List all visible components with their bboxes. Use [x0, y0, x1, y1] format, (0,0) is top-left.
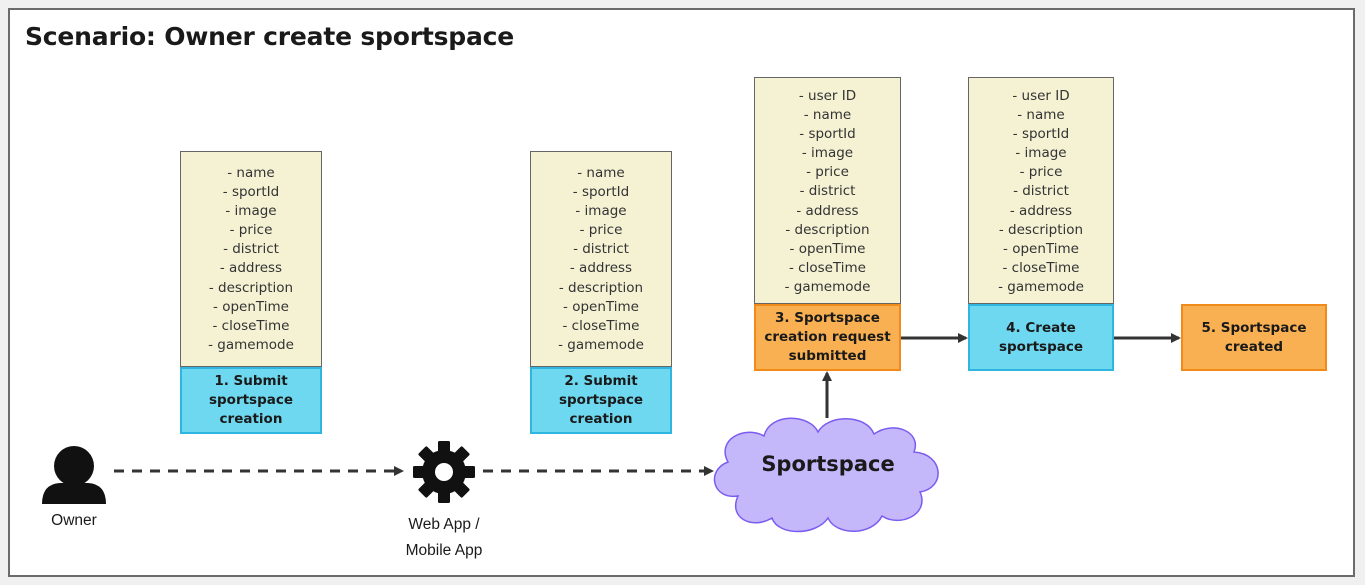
step-3-box: 3. Sportspace creation request submitted	[754, 304, 901, 371]
field-item: - address	[1009, 202, 1073, 219]
step-4-box: 4. Create sportspace	[968, 304, 1114, 371]
field-item: - sportId	[222, 184, 280, 201]
sportspace-system-label: Sportspace	[761, 452, 895, 476]
field-item: - district	[573, 241, 629, 258]
step-2-box: 2. Submit sportspace creation	[530, 367, 672, 434]
field-item: - name	[227, 165, 275, 181]
field-item: - closeTime	[562, 317, 640, 334]
field-item: - description	[558, 279, 644, 296]
field-item: - openTime	[213, 298, 289, 315]
gear-icon	[413, 441, 475, 503]
field-item: - price	[229, 222, 273, 239]
app-label: Web App / Mobile App	[384, 512, 504, 564]
field-list-step3: - user ID - name - sportId - image - price - …	[754, 77, 901, 304]
field-item: - image	[801, 145, 854, 162]
field-item: - description	[208, 279, 294, 296]
field-item: - image	[1015, 145, 1067, 162]
field-item: - address	[796, 202, 859, 219]
owner-label: Owner	[24, 508, 124, 534]
app-label-line2: Mobile App	[405, 542, 483, 559]
field-item: - description	[998, 221, 1084, 238]
field-item: - gamemode	[998, 278, 1084, 295]
field-item: - address	[569, 260, 633, 277]
field-item: - price	[579, 222, 623, 239]
field-item: - name	[803, 107, 852, 124]
field-item: - user ID	[798, 88, 857, 104]
field-list-step1: - name - sportId - image - price - district -…	[180, 151, 322, 367]
field-item: - closeTime	[789, 259, 866, 276]
field-item: - gamemode	[558, 336, 644, 353]
field-item: - openTime	[563, 298, 639, 315]
diagram-title: Scenario: Owner create sportspace	[25, 22, 514, 51]
app-label-line1: Web App /	[408, 516, 480, 533]
field-item: - gamemode	[208, 336, 294, 353]
field-item: - openTime	[789, 240, 866, 257]
field-item: - district	[223, 241, 279, 258]
field-item: - sportId	[1012, 126, 1070, 143]
field-item: - name	[1017, 107, 1065, 124]
field-item: - address	[219, 260, 283, 277]
field-item: - gamemode	[784, 278, 871, 295]
field-item: - name	[577, 165, 625, 181]
field-item: - openTime	[1003, 240, 1079, 257]
field-item: - sportId	[799, 126, 856, 143]
field-item: - sportId	[572, 184, 630, 201]
owner-label-text: Owner	[51, 512, 97, 529]
field-item: - district	[799, 183, 856, 200]
field-item: - district	[1013, 183, 1069, 200]
field-list-step2: - name - sportId - image - price - district -…	[530, 151, 672, 367]
field-item: - closeTime	[212, 317, 290, 334]
step-5-box: 5. Sportspace created	[1181, 304, 1327, 371]
field-item: - price	[806, 164, 849, 181]
owner-user-icon	[42, 446, 106, 504]
field-item: - image	[225, 203, 277, 220]
field-list-step4: - user ID - name - sportId - image - price - …	[968, 77, 1114, 304]
field-item: - user ID	[1012, 88, 1070, 104]
field-item: - closeTime	[1002, 259, 1080, 276]
sportspace-cloud-shape	[713, 417, 939, 533]
field-item: - price	[1019, 164, 1063, 181]
field-item: - image	[575, 203, 627, 220]
step-1-box: 1. Submit sportspace creation	[180, 367, 322, 434]
field-item: - description	[785, 221, 870, 238]
